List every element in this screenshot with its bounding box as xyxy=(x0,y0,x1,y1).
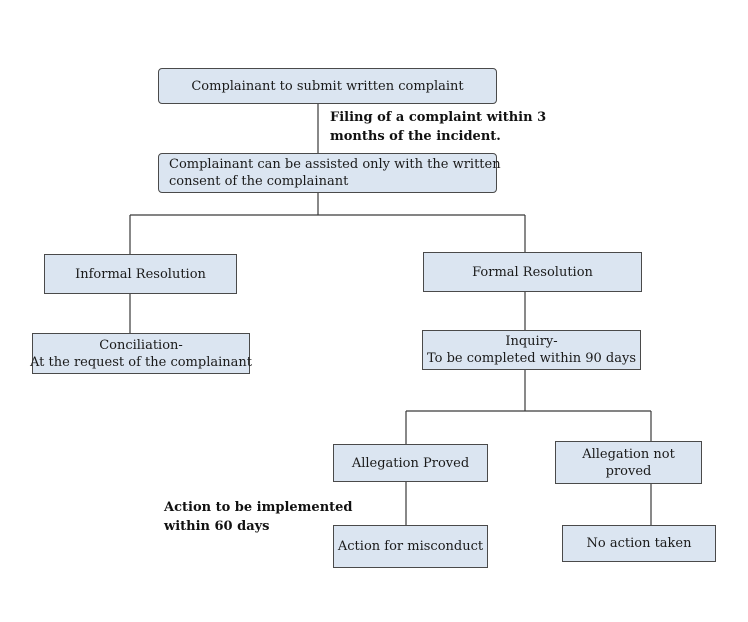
node-formal-resolution-text: Formal Resolution xyxy=(472,264,593,280)
note-implementation-deadline: Action to be implemented within 60 days xyxy=(164,498,353,536)
note-implementation-deadline-line-1: Action to be implemented xyxy=(164,500,353,515)
node-allegation-proved: Allegation Proved xyxy=(333,444,488,482)
node-assisted-consent-line-2: consent of the complainant xyxy=(169,174,349,189)
node-formal-resolution: Formal Resolution xyxy=(423,252,642,292)
note-filing-deadline: Filing of a complaint within 3 months of… xyxy=(330,108,546,146)
node-conciliation-line-2: At the request of the complainant xyxy=(30,354,252,370)
note-filing-deadline-line-1: Filing of a complaint within 3 xyxy=(330,110,547,125)
node-assisted-consent-line-1: Complainant can be assisted only with th… xyxy=(169,157,501,172)
node-allegation-not-proved: Allegation not proved xyxy=(555,441,702,484)
node-no-action-taken: No action taken xyxy=(562,525,716,562)
node-action-for-misconduct-text: Action for misconduct xyxy=(337,539,484,554)
node-informal-resolution-text: Informal Resolution xyxy=(75,266,206,282)
note-filing-deadline-line-2: months of the incident. xyxy=(330,129,501,144)
node-allegation-proved-text: Allegation Proved xyxy=(351,455,470,471)
node-informal-resolution: Informal Resolution xyxy=(44,254,237,294)
node-assisted-consent: Complainant can be assisted only with th… xyxy=(158,153,501,193)
node-action-for-misconduct: Action for misconduct xyxy=(333,525,488,568)
node-conciliation-line-1: Conciliation- xyxy=(99,337,183,353)
note-implementation-deadline-line-2: within 60 days xyxy=(164,519,270,534)
node-submit-complaint: Complainant to submit written complaint xyxy=(158,68,497,104)
node-no-action-taken-text: No action taken xyxy=(586,536,692,551)
node-inquiry-line-2: To be completed within 90 days xyxy=(426,351,637,366)
node-conciliation: Conciliation- At the request of the comp… xyxy=(30,333,252,374)
node-allegation-not-proved-line-1: Allegation not xyxy=(582,446,675,462)
node-inquiry: Inquiry- To be completed within 90 days xyxy=(422,330,641,370)
node-allegation-not-proved-line-2: proved xyxy=(605,463,652,479)
node-inquiry-line-1: Inquiry- xyxy=(505,334,558,349)
node-submit-complaint-text: Complainant to submit written complaint xyxy=(191,78,464,94)
